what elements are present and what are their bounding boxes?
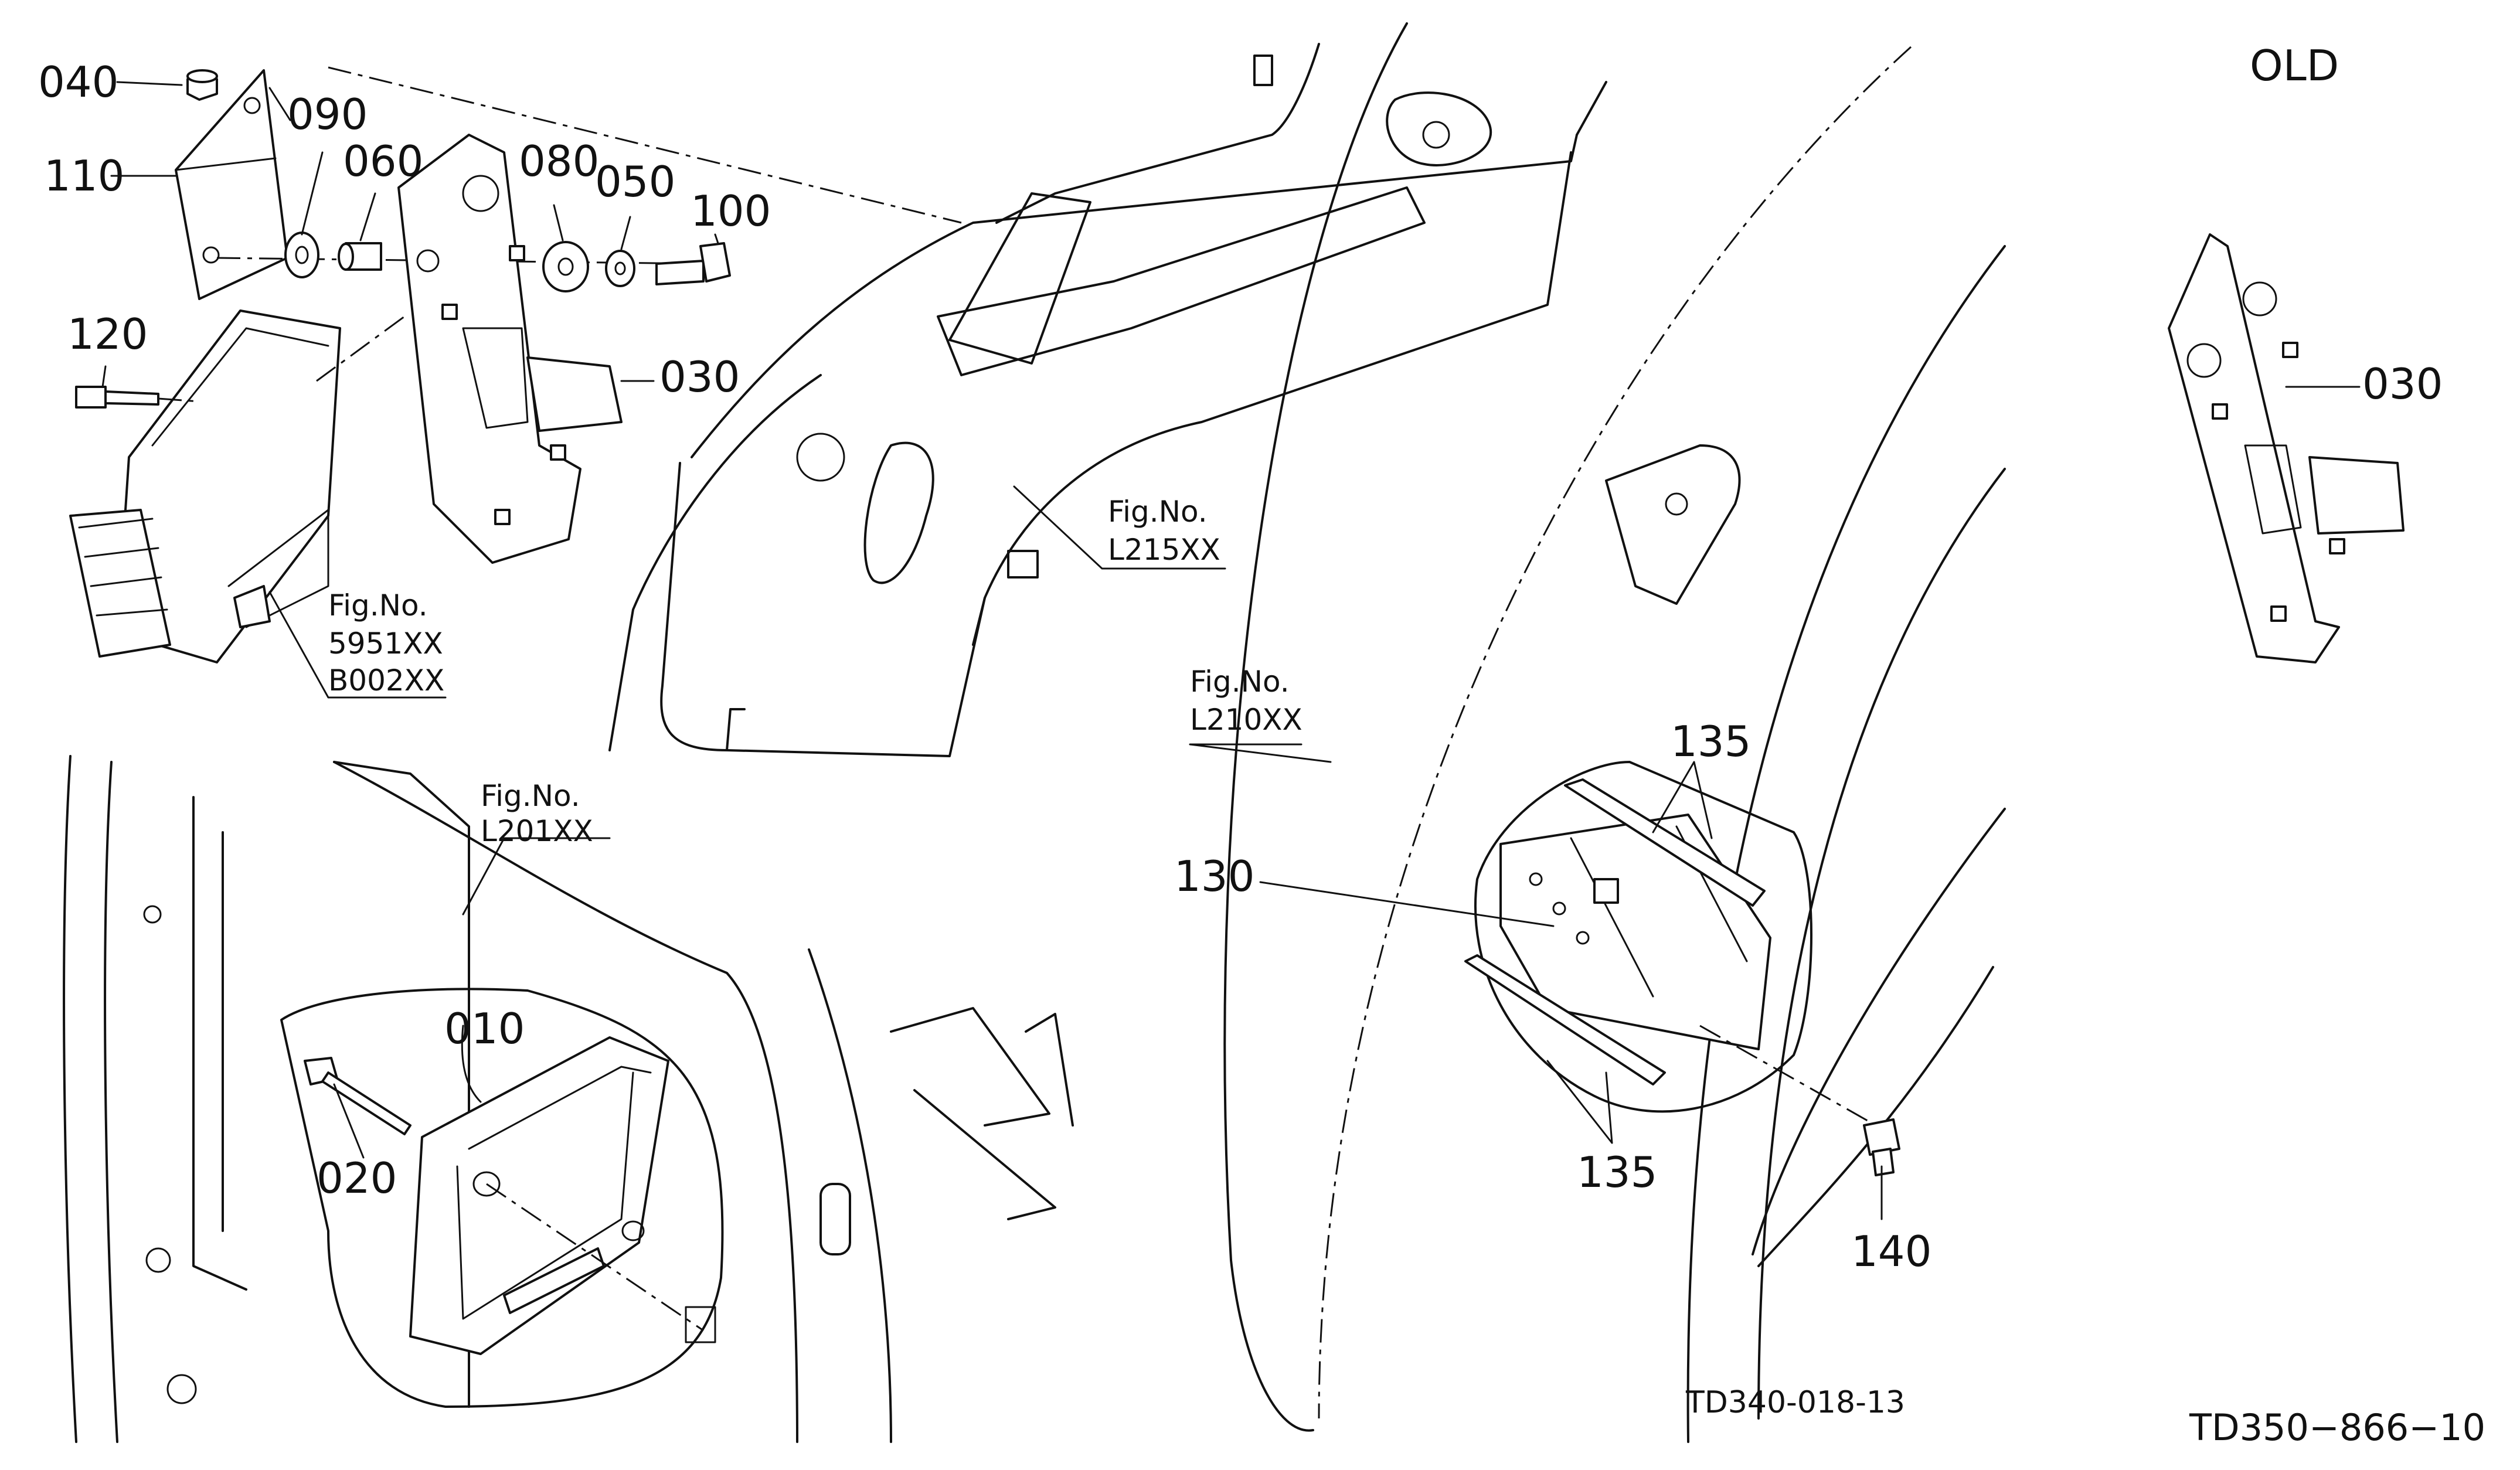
part-135-rubber-bottom bbox=[1464, 954, 1666, 1086]
callout-050: 050 bbox=[595, 157, 675, 206]
fig-ref-l210-prefix: Fig.No. bbox=[1190, 665, 1290, 699]
callout-100: 100 bbox=[691, 186, 771, 236]
part-050-washer bbox=[605, 250, 635, 287]
callout-135-top: 135 bbox=[1671, 717, 1751, 766]
part-010-controller bbox=[409, 1036, 716, 1355]
callout-140: 140 bbox=[1851, 1227, 1931, 1276]
fig-ref-l201-prefix: Fig.No. bbox=[481, 779, 580, 813]
part-090-washer bbox=[284, 232, 319, 278]
drawing-code-main: TD350−866−10 bbox=[2189, 1406, 2485, 1449]
fig-ref-l201-line1: L201XX bbox=[481, 814, 593, 848]
fig-ref-l215-line1: L215XX bbox=[1108, 533, 1220, 567]
part-080-washer bbox=[542, 241, 589, 292]
part-140-bolt bbox=[1699, 1025, 1900, 1176]
callout-010: 010 bbox=[444, 1004, 525, 1053]
part-stack bbox=[216, 232, 731, 292]
ecu-module bbox=[69, 309, 405, 663]
part-030-old-bracket bbox=[2168, 233, 2405, 663]
callout-090: 090 bbox=[287, 90, 368, 139]
callout-130: 130 bbox=[1174, 852, 1254, 901]
part-020-bolt bbox=[304, 1057, 412, 1135]
frame-chassis bbox=[328, 43, 1607, 757]
callout-110: 110 bbox=[44, 151, 124, 200]
leader-lines bbox=[101, 81, 2361, 1220]
part-030-bracket bbox=[397, 134, 623, 564]
callout-080: 080 bbox=[519, 137, 599, 186]
callout-060: 060 bbox=[343, 137, 423, 186]
part-100-bolt bbox=[655, 260, 705, 285]
part-040-nut bbox=[186, 69, 218, 101]
fig-ref-5951-prefix: Fig.No. bbox=[328, 588, 428, 622]
fig-ref-l210-line1: L210XX bbox=[1190, 703, 1302, 737]
part-120-bolt bbox=[75, 386, 200, 409]
fig-ref-l215-prefix: Fig.No. bbox=[1108, 495, 1208, 529]
fig-ref-5951-line2: B002XX bbox=[328, 663, 444, 697]
fig-ref-5951-line1: 5951XX bbox=[328, 627, 443, 661]
callout-040: 040 bbox=[38, 57, 118, 107]
cab-panel bbox=[63, 755, 1074, 1443]
callout-030-old: 030 bbox=[2362, 359, 2443, 409]
part-135-rubber-top bbox=[1564, 778, 1766, 907]
callout-135-bottom: 135 bbox=[1577, 1148, 1657, 1197]
callout-030: 030 bbox=[659, 352, 740, 401]
old-label: OLD bbox=[2250, 41, 2339, 90]
callout-120: 120 bbox=[67, 309, 148, 359]
arc-panel bbox=[1223, 22, 2006, 1443]
part-110-plate bbox=[175, 69, 288, 300]
callout-020: 020 bbox=[317, 1153, 397, 1203]
drawing-code-inner: TD340-018-13 bbox=[1685, 1385, 1905, 1420]
